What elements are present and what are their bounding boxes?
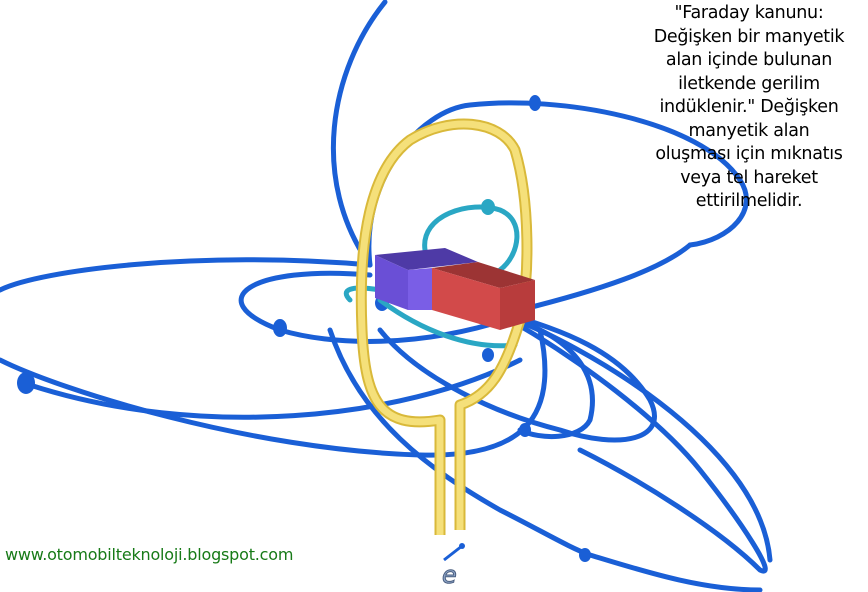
magnet-south-top (432, 262, 535, 288)
magnet-south-face (432, 268, 500, 330)
website-watermark: www.otomobilteknoloji.blogspot.com (5, 545, 294, 564)
electron-symbol-icon: e (442, 543, 465, 590)
magnet-north-top (375, 248, 478, 270)
caption-line: veya tel hareket (680, 167, 818, 188)
outer-field-lines (0, 0, 773, 592)
caption-line: oluşması için mıknatıs (655, 144, 843, 164)
caption-line: "Faraday kanunu: (674, 3, 824, 23)
caption-line: ettirilmelidir. (695, 191, 803, 211)
bar-magnet (375, 248, 535, 330)
caption-line: indüklenir." Değişken (659, 97, 839, 117)
caption-line: iletkende gerilim (678, 73, 820, 94)
inner-field-lines (343, 199, 520, 349)
magnet-north-face (375, 255, 408, 310)
caption-line: Değişken bir manyetik (653, 26, 845, 47)
conductor-wire-loop (355, 118, 533, 535)
caption-line: alan içinde bulunan (665, 50, 833, 70)
svg-text:e: e (442, 561, 457, 589)
caption-line: manyetik alan (688, 120, 810, 141)
faraday-law-caption: "Faraday kanunu: Değişken bir manyetik a… (630, 2, 868, 214)
